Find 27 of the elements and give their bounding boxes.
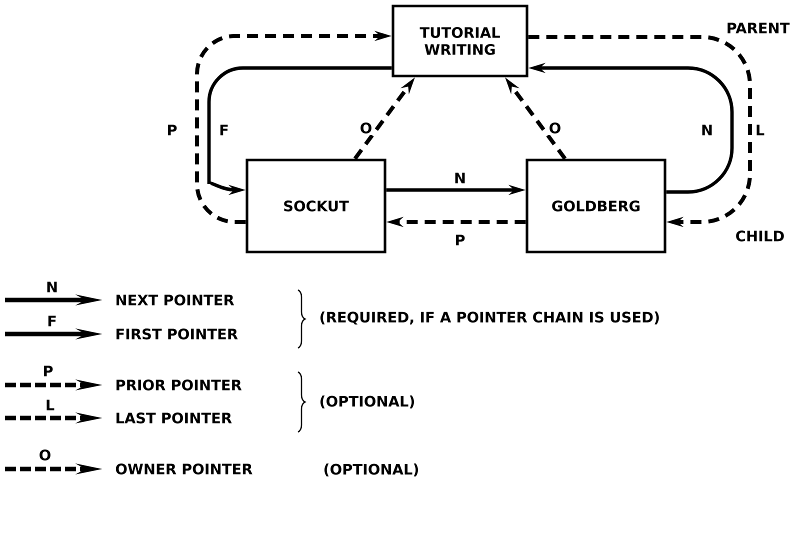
edge-label: N (699, 123, 715, 137)
sample-letter: L (46, 400, 54, 410)
legend-text: NEXT POINTER (116, 294, 234, 306)
edge-label: F (218, 123, 230, 137)
sample-letter: P (44, 366, 53, 376)
note: (OPTIONAL) (320, 396, 414, 408)
sample-letter: O (40, 450, 50, 460)
note: (OPTIONAL) (324, 464, 418, 476)
relation-label: PARENT (728, 22, 790, 34)
legend-text: LAST POINTER (116, 412, 232, 424)
record-box: GOLDBERG (526, 158, 666, 254)
edge-label: N (452, 171, 468, 185)
sample-letter: F (48, 316, 56, 326)
sample-letter: N (47, 282, 57, 292)
edge-label: O (547, 121, 563, 135)
relation-label: CHILD (736, 230, 784, 242)
record-box: TUTORIAL WRITING (392, 4, 528, 78)
record-box: SOCKUT (246, 158, 386, 254)
legend-text: OWNER POINTER (116, 464, 252, 474)
edge-label: P (165, 123, 179, 137)
note: (REQUIRED, IF A POINTER CHAIN IS USED) (320, 311, 659, 325)
edge-label: P (453, 233, 467, 247)
legend-text: PRIOR POINTER (116, 380, 242, 390)
edge-label: O (358, 121, 374, 135)
arrow (528, 35, 752, 228)
edge-label: L (754, 123, 766, 137)
legend-text: FIRST POINTER (116, 328, 238, 340)
